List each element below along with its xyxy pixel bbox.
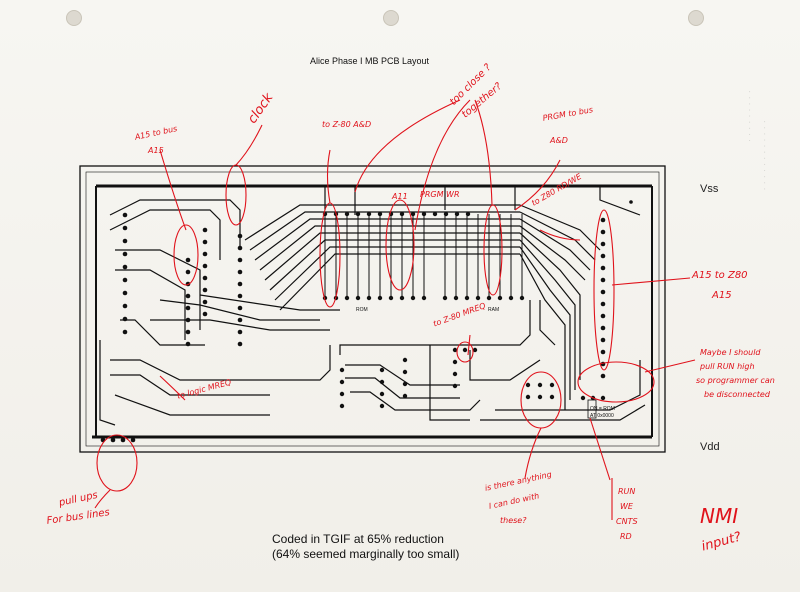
rom-bottom-row: [322, 295, 427, 301]
ram-bottom-row: [442, 295, 525, 301]
note-these: these?: [500, 516, 527, 525]
note-nmi: NMI: [700, 504, 739, 528]
jumper-label-2: AT 0x0000: [590, 413, 614, 419]
caption-line-1: Coded in TGIF at 65% reduction: [272, 532, 444, 546]
punch-hole: [688, 10, 704, 26]
note-prgm-wr: PRGM WR: [420, 190, 460, 199]
caption-line-2: (64% seemed marginally too small): [272, 547, 460, 561]
rom-ram-pads: [322, 211, 606, 379]
note-a11: A11: [392, 192, 408, 201]
run-header: [587, 399, 597, 419]
rom-label: ROM: [356, 307, 368, 313]
note-we: WE: [620, 502, 633, 511]
note-maybe-3: so programmer can: [696, 376, 775, 385]
left-traces: [99, 199, 340, 426]
rom-ram-verticals: [324, 214, 523, 298]
punch-hole: [383, 10, 399, 26]
note-a15: A15: [148, 146, 164, 155]
logic-chip-pads: [339, 200, 633, 409]
page-title: Alice Phase I MB PCB Layout: [310, 56, 430, 66]
note-run: RUN: [618, 487, 636, 496]
vdd-label: Vdd: [700, 441, 720, 453]
board-outline: [79, 165, 666, 453]
note-maybe-2: pull RUN high: [700, 362, 755, 371]
note-prgm-ad: A&D: [550, 136, 568, 145]
vss-label: Vss: [700, 183, 719, 195]
note-a15-to-z80: A15 to Z80: [692, 270, 748, 281]
left-chip-pads: [100, 212, 243, 443]
note-maybe-1: Maybe I should: [700, 348, 761, 357]
note-rd: RD: [620, 532, 632, 541]
note-to-z80-ad: to Z-80 A&D: [322, 120, 372, 129]
ink-markings: [94, 99, 696, 520]
jumper-label-1: ON = ROM: [590, 406, 615, 412]
bus-traces: [244, 185, 641, 410]
caption: Coded in TGIF at 65% reduction (64% seem…: [272, 532, 459, 562]
note-a15-b: A15: [712, 290, 732, 301]
punch-hole: [66, 10, 82, 26]
board-inner-outline: [85, 171, 660, 447]
right-connector-column: [600, 217, 606, 379]
ram-label: RAM: [488, 307, 500, 313]
note-cnts: CNTS: [616, 517, 638, 526]
note-maybe-4: be disconnected: [704, 390, 770, 399]
